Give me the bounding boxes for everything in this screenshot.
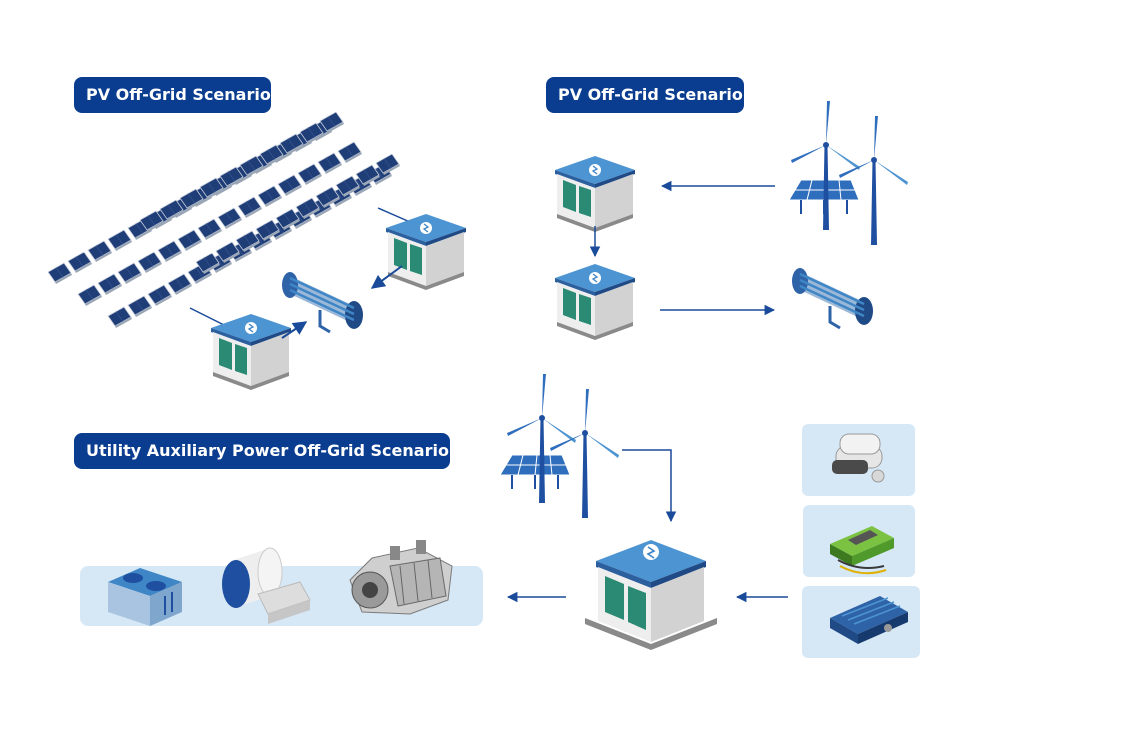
power-container-icon <box>385 213 467 291</box>
scenario-title-pv-offgrid: PV Off-Grid Scenario <box>74 77 271 113</box>
scenario-title-utility-aux: Utility Auxiliary Power Off-Grid Scenari… <box>74 433 450 469</box>
converter-icon <box>830 596 908 644</box>
gas-turbine-icon <box>349 540 453 615</box>
flow-arrow <box>281 321 308 339</box>
inverter-icon <box>830 526 894 575</box>
power-container-icon <box>554 263 636 341</box>
electrolyzer-icon <box>790 266 875 330</box>
power-container-icon <box>554 155 636 233</box>
hydrogen-tank-icon <box>222 547 311 624</box>
electrolyzer-icon <box>280 270 365 334</box>
connector-line <box>189 307 227 327</box>
power-container-icon <box>210 313 292 391</box>
scenario-title-pv-offgrid-2: PV Off-Grid Scenario <box>546 77 744 113</box>
cooling-tower-icon <box>108 568 182 626</box>
flow-arrow <box>370 265 403 289</box>
battery-pack-icon <box>832 433 885 483</box>
solar-field-icon <box>47 111 401 329</box>
power-container-icon <box>585 540 717 650</box>
flow-arrow <box>622 449 677 523</box>
wind-solar-icon <box>788 101 908 245</box>
connector-line <box>377 207 411 223</box>
wind-solar-icon <box>499 374 619 518</box>
